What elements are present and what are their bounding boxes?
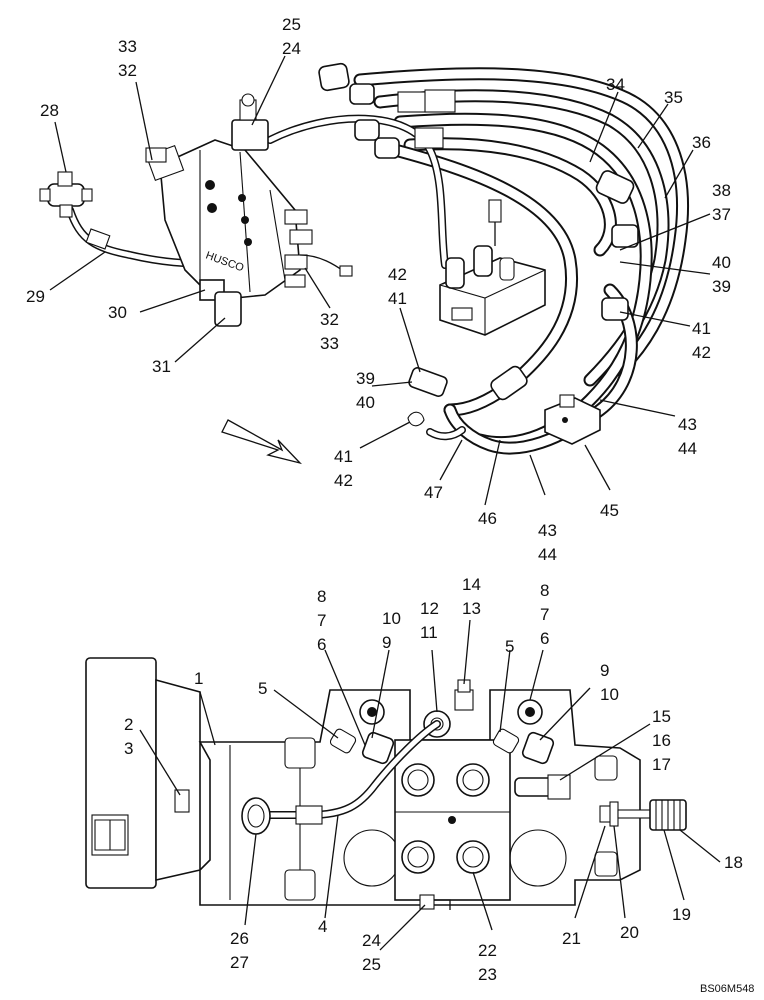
callout-42: 42 [334,471,353,490]
hose-bundle [353,67,689,455]
callout-5: 5 [505,637,514,656]
callout-30: 30 [108,303,127,322]
callout-20: 20 [620,923,639,942]
callout-9: 9 [600,661,609,680]
callout-36: 36 [692,133,711,152]
fitting-28 [39,171,93,218]
callout-41: 41 [692,319,711,338]
fitting-26 [241,797,271,835]
callout-42: 42 [388,265,407,284]
callout-16: 16 [652,731,671,750]
callout-44: 44 [678,439,697,458]
callout-25: 25 [282,15,301,34]
callout-35: 35 [664,88,683,107]
callout-10: 10 [382,609,401,628]
callout-8: 8 [540,581,549,600]
valve-45 [544,394,601,445]
callout-40: 40 [712,253,731,272]
callout-26: 26 [230,929,249,948]
callout-38: 38 [712,181,731,200]
direction-arrow-icon [221,419,303,465]
callout-24: 24 [362,931,381,950]
top-fittings [318,62,456,159]
callout-10: 10 [600,685,619,704]
callout-41: 41 [388,289,407,308]
callout-41: 41 [334,447,353,466]
drive-shaft [599,799,687,831]
callout-12: 12 [420,599,439,618]
callout-34: 34 [606,75,625,94]
callout-9: 9 [382,633,391,652]
callout-42: 42 [692,343,711,362]
callout-5: 5 [258,679,267,698]
callout-24: 24 [282,39,301,58]
fitting-24-bottom [419,894,451,910]
callout-43: 43 [538,521,557,540]
elbow-fittings-right [595,170,639,321]
callout-39: 39 [712,277,731,296]
lower-fittings [407,365,528,441]
manifold-block [439,199,546,336]
callout-27: 27 [230,953,249,972]
callout-17: 17 [652,755,671,774]
valve-block [394,739,511,901]
callout-3: 3 [124,739,133,758]
callout-22: 22 [478,941,497,960]
callout-47: 47 [424,483,443,502]
callout-33: 33 [320,334,339,353]
callout-8: 8 [317,587,326,606]
callouts-upper: 25 24 33 32 28 29 30 31 32 33 34 35 36 3… [26,15,731,564]
callout-6: 6 [317,635,326,654]
callout-19: 19 [672,905,691,924]
upper-assembly: HUSCO [39,62,689,465]
motor-block [85,657,201,889]
callout-28: 28 [40,101,59,120]
callout-45: 45 [600,501,619,520]
callout-13: 13 [462,599,481,618]
callout-37: 37 [712,205,731,224]
drawing-code: BS06M548 [700,983,754,995]
callouts-lower: 14 13 12 11 8 7 6 10 9 8 7 6 5 5 9 10 1 … [124,575,743,984]
callout-29: 29 [26,287,45,306]
callout-32: 32 [118,61,137,80]
callout-46: 46 [478,509,497,528]
callout-14: 14 [462,575,481,594]
callout-15: 15 [652,707,671,726]
valve-heads [359,679,543,738]
callout-44: 44 [538,545,557,564]
control-valve: HUSCO [145,93,353,327]
tube-4 [256,720,441,825]
callout-32: 32 [320,310,339,329]
callout-7: 7 [540,605,549,624]
callout-1: 1 [194,669,203,688]
leader-lines [49,55,721,951]
callout-2: 2 [124,715,133,734]
callout-33: 33 [118,37,137,56]
callout-21: 21 [562,929,581,948]
callout-40: 40 [356,393,375,412]
callout-23: 23 [478,965,497,984]
callout-7: 7 [317,611,326,630]
callout-31: 31 [152,357,171,376]
lower-assembly [85,657,687,910]
callout-25: 25 [362,955,381,974]
elbow-fittings [329,728,555,765]
fitting-15 [514,774,571,800]
callout-43: 43 [678,415,697,434]
callout-11: 11 [420,623,438,642]
callout-18: 18 [724,853,743,872]
callout-4: 4 [318,917,327,936]
callout-6: 6 [540,629,549,648]
callout-39: 39 [356,369,375,388]
